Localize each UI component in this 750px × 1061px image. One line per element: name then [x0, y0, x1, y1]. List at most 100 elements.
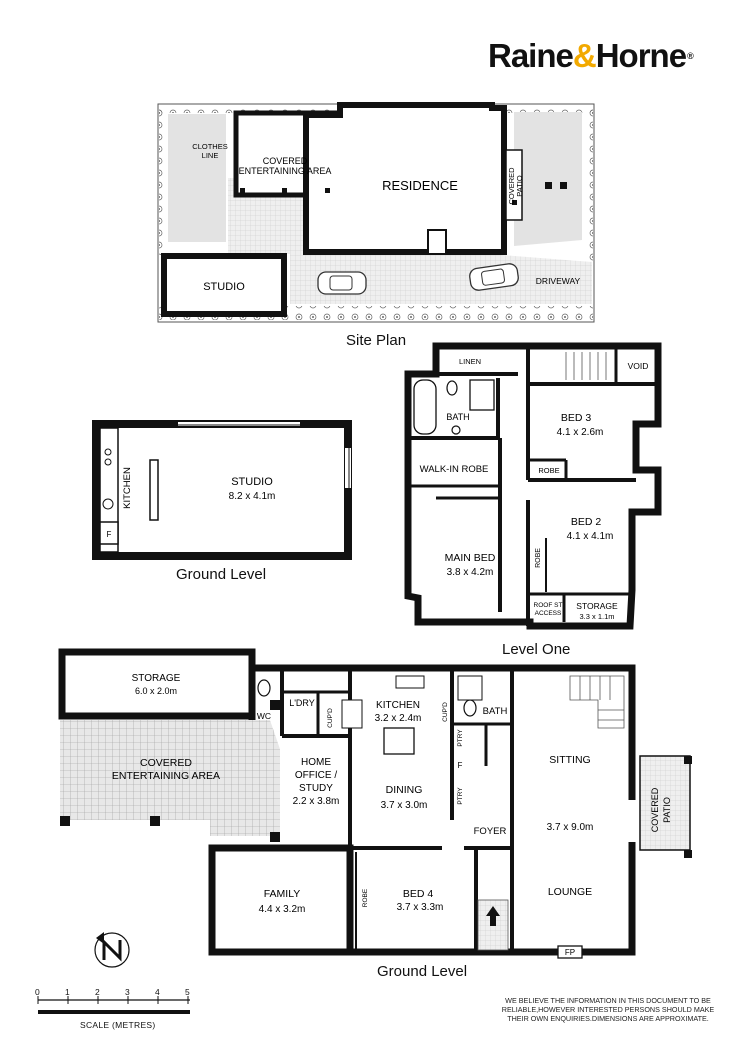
studio-fridge-label: F: [107, 530, 112, 539]
walk-in-robe-label: WALK-IN ROBE: [420, 464, 489, 475]
pantry-bottom-label: PTRY: [457, 787, 464, 805]
bed4-dim: 3.7 x 3.3m: [397, 902, 444, 913]
level-one-outer-walls: [404, 342, 662, 630]
wc-toilet-icon: [257, 679, 271, 697]
bed2-robe-label: ROBE: [535, 548, 542, 568]
scale-tick-4: 4: [155, 987, 160, 997]
studio-kitchen-bench: [99, 427, 119, 553]
covered-patio-label: COVERED: [650, 787, 660, 832]
studio-ground-level-caption: Ground Level: [176, 566, 267, 583]
garden-border-right: [584, 105, 593, 265]
brand-name-right: Horne: [595, 37, 687, 74]
bath-shower-icon: [457, 675, 483, 701]
entry-arrow-icon: [486, 906, 500, 926]
home-office-label-3: STUDY: [299, 783, 333, 794]
brand-name-left: Raine: [488, 37, 574, 74]
home-office-label: HOME: [301, 757, 331, 768]
sitting-dim: 3.7 x 9.0m: [547, 822, 594, 833]
linen-label: LINEN: [459, 357, 481, 366]
scale-bar: [37, 996, 190, 1014]
garden-border-left: [159, 105, 167, 255]
covered-patio-label-2: PATIO: [662, 797, 672, 823]
scale-tick-0: 0: [35, 987, 40, 997]
ground-bath-label: BATH: [483, 706, 508, 717]
lawn-right: [514, 112, 582, 246]
bath-toilet-icon: [463, 699, 477, 717]
ground-level-plan: STORAGE 6.0 x 2.0m WC L'DRY CUP'D KITCHE…: [58, 648, 692, 959]
void-label: VOID: [628, 361, 649, 371]
studio-kitchen-label: KITCHEN: [122, 467, 133, 509]
level-one-plan: LINEN VOID BATH BED 3 4.1 x 2.6m ROBE WA…: [404, 342, 662, 630]
bed3-label: BED 3: [561, 412, 592, 424]
ground-storage-dim: 6.0 x 2.0m: [135, 686, 177, 696]
site-covered-entertaining-label-2: ENTERTAINING AREA: [239, 166, 332, 176]
site-residence: [303, 102, 507, 255]
site-covered-patio: [505, 149, 523, 221]
car-right-icon: [469, 263, 519, 291]
main-bed-dim: 3.8 x 4.2m: [447, 567, 494, 578]
home-office-dim: 2.2 x 3.8m: [293, 796, 340, 807]
home-office-label-2: OFFICE /: [295, 770, 337, 781]
scale-label: SCALE (METRES): [80, 1020, 156, 1030]
covered-entertaining-paving: [60, 720, 280, 836]
site-plan-caption: Site Plan: [346, 332, 407, 349]
site-studio-label: STUDIO: [203, 281, 245, 293]
bathtub-icon: [413, 379, 437, 435]
disclaimer-text: WE BELIEVE THE INFORMATION IN THIS DOCUM…: [501, 996, 715, 1023]
covered-patio-area: [639, 755, 691, 851]
wc-label: WC: [257, 711, 271, 721]
site-plan: CLOTHES LINE COVERED ENTERTAINING AREA R…: [157, 102, 595, 323]
studio-walls: [92, 420, 352, 560]
ground-fridge-label: F: [458, 761, 463, 770]
site-residence-label: RESIDENCE: [382, 178, 458, 193]
basin-icon: [451, 425, 461, 435]
studio-room-dim: 8.2 x 4.1m: [229, 491, 276, 502]
bed2-dim: 4.1 x 4.1m: [567, 531, 614, 542]
north-arrow-icon: [94, 932, 130, 968]
ground-robe-label: ROBE: [362, 888, 369, 907]
scale-tick-1: 1: [65, 987, 70, 997]
cupboard-right-label: CUP'D: [442, 702, 449, 722]
sitting-label: SITTING: [549, 754, 590, 766]
toilet-icon: [446, 380, 458, 396]
bed2-label: BED 2: [571, 516, 602, 528]
site-residence-stairs: [427, 229, 447, 255]
site-clothes-line-label-2: LINE: [202, 151, 219, 160]
ground-storage-room: [58, 648, 256, 720]
cupboard-left-label: CUP'D: [327, 708, 334, 728]
scale-tick-2: 2: [95, 987, 100, 997]
roof-access-label-2: ACCESS: [535, 610, 562, 617]
covered-entertaining-label-2: ENTERTAINING AREA: [112, 770, 220, 782]
kitchen-island: [383, 727, 415, 755]
covered-entertaining-label: COVERED: [140, 757, 192, 769]
site-driveway-label: DRIVEWAY: [536, 276, 581, 286]
studio-plan: KITCHEN STUDIO 8.2 x 4.1m F: [92, 420, 352, 560]
kitchen-sink-icon: [395, 675, 425, 689]
ground-level-caption: Ground Level: [377, 963, 468, 980]
site-covered-entertaining-label: COVERED: [263, 156, 308, 166]
site-covered-patio-label-2: PATIO: [515, 175, 524, 197]
site-clothes-line-label: CLOTHES: [192, 142, 227, 151]
cooktop-icon: [341, 699, 363, 729]
lounge-label: LOUNGE: [548, 886, 592, 898]
scale-tick-3: 3: [125, 987, 130, 997]
site-covered-patio-label: COVERED: [507, 167, 516, 205]
brand-logo: Raine&Horne®: [488, 36, 718, 76]
bed3-dim: 4.1 x 2.6m: [557, 427, 604, 438]
fireplace-label: FP: [565, 948, 575, 957]
dining-dim: 3.7 x 3.0m: [381, 800, 428, 811]
site-studio: [161, 253, 287, 317]
shower-icon: [469, 379, 495, 411]
level-one-caption: Level One: [502, 641, 571, 658]
ground-storage-label: STORAGE: [132, 673, 181, 684]
family-label: FAMILY: [264, 888, 301, 900]
driveway-paving: [462, 252, 592, 304]
family-room: [208, 844, 354, 956]
scale-tick-5: 5: [185, 987, 190, 997]
studio-island: [149, 459, 159, 521]
studio-room-label: STUDIO: [231, 476, 273, 488]
bed3-robe-label: ROBE: [538, 466, 559, 475]
level-one-storage-label: STORAGE: [576, 601, 618, 611]
level-one-storage-dim: 3.3 x 1.1m: [579, 612, 614, 621]
